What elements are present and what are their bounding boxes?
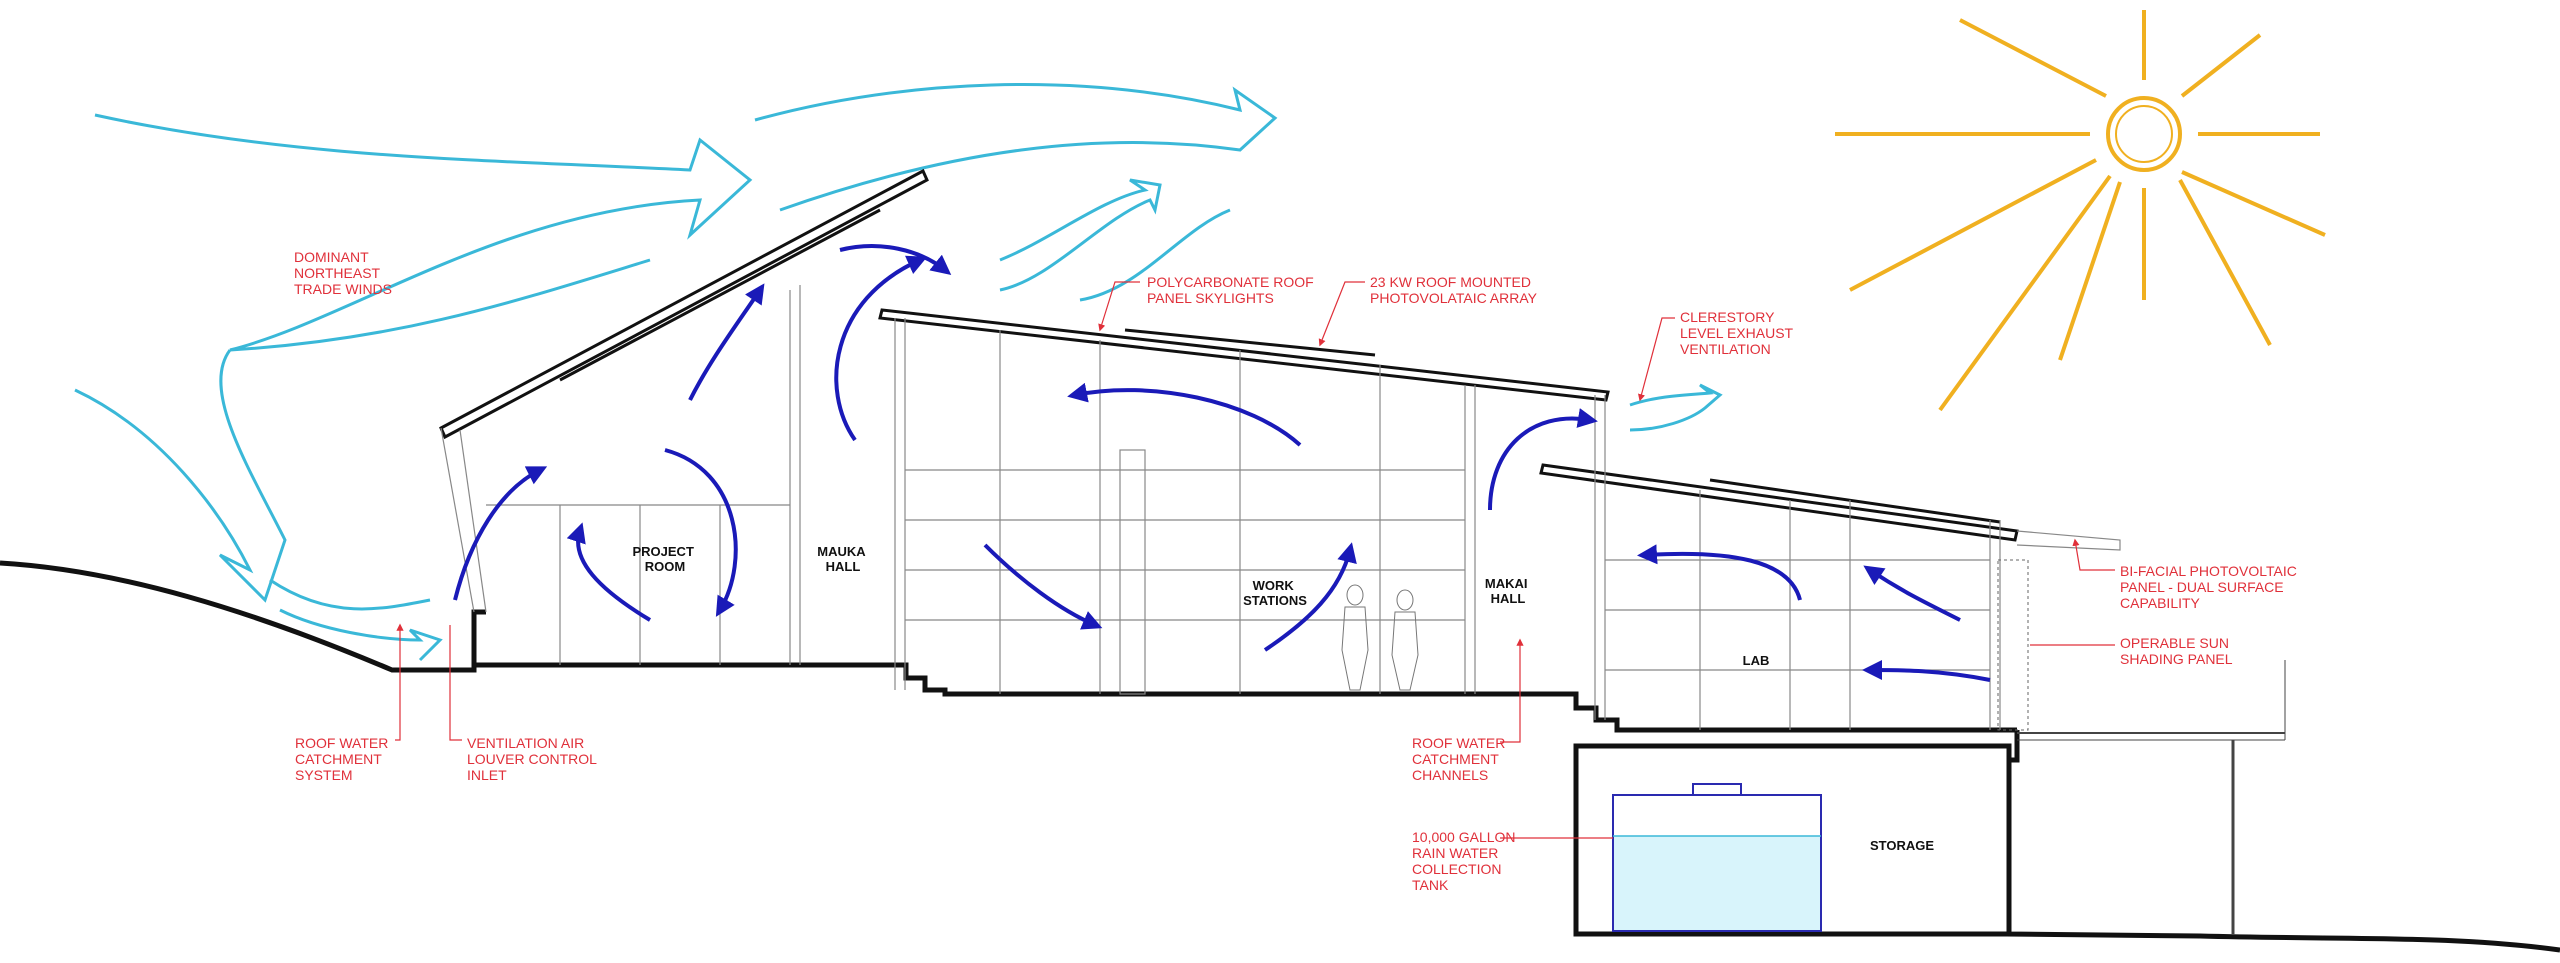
wind-arrow: [1629, 383, 1723, 432]
label-skylights: POLYCARBONATE ROOF PANEL SKYLIGHTS: [1147, 274, 1318, 306]
label-rainwater-tank: 10,000 GALLON RAIN WATER COLLECTION TANK: [1412, 829, 1519, 893]
label-catchment-channels: ROOF WATER CATCHMENT CHANNELS: [1412, 735, 1509, 783]
wind-arrow: [1079, 208, 1231, 302]
label-bifacial-pv: BI-FACIAL PHOTOVOLTAIC PANEL - DUAL SURF…: [2120, 563, 2301, 611]
water-fill: [1613, 836, 1821, 931]
wind-arrow: [279, 608, 443, 662]
label-louver-inlet: VENTILATION AIR LOUVER CONTROL INLET: [467, 735, 600, 783]
label-sun-shading: OPERABLE SUN SHADING PANEL: [2120, 635, 2233, 667]
tank-hatch: [1692, 783, 1742, 796]
label-roof-catchment: ROOF WATER CATCHMENT SYSTEM: [295, 735, 392, 783]
roofs: [439, 168, 2121, 551]
wind-arrow: [94, 113, 753, 352]
room-mauka-hall: MAUKA HALL: [817, 544, 869, 574]
ground-line: [0, 560, 486, 673]
room-lab: LAB: [1743, 653, 1770, 668]
deck: [2017, 660, 2286, 935]
trade-wind-arrows: [74, 83, 1723, 662]
label-pv-array: 23 KW ROOF MOUNTED PHOTOVOLATAIC ARRAY: [1370, 274, 1538, 306]
sun-icon: [1835, 10, 2326, 412]
structure: [440, 285, 2029, 731]
person-figures: [1341, 584, 1419, 691]
label-clerestory: CLERESTORY LEVEL EXHAUST VENTILATION: [1680, 309, 1797, 357]
storage-box: [1573, 743, 2012, 937]
label-trade-winds: DOMINANT NORTHEAST TRADE WINDS: [294, 249, 392, 297]
room-makai-hall: MAKAI HALL: [1485, 576, 1531, 606]
room-project-room: PROJECT ROOM: [632, 544, 697, 574]
wind-arrow: [74, 349, 287, 603]
ground-line-right: [2006, 730, 2560, 953]
room-work-stations: WORK STATIONS: [1243, 578, 1307, 608]
room-storage: STORAGE: [1870, 838, 1934, 853]
wind-arrow: [269, 578, 431, 611]
building-floor: [474, 662, 2017, 733]
interior-airflow-arrows: [453, 244, 1991, 682]
wind-arrow: [999, 178, 1162, 292]
annotation-leaders: [395, 281, 2115, 839]
wind-arrow: [754, 83, 1278, 212]
